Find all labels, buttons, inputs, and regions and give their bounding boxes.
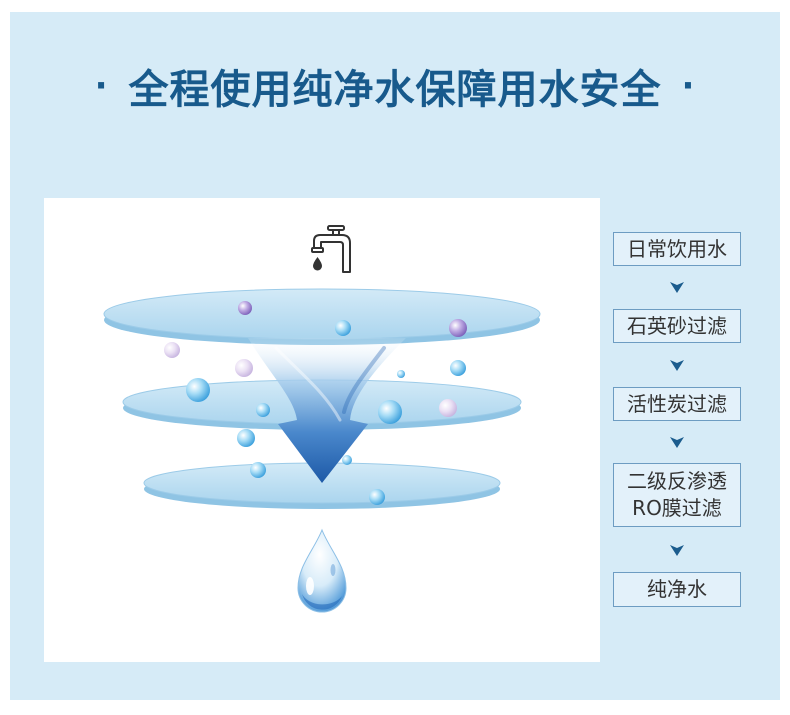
bubble: [164, 342, 180, 358]
chevron-down-icon: [670, 437, 684, 448]
bubble: [439, 399, 457, 417]
flow-step-label: 石英砂过滤: [627, 313, 727, 338]
flow-step-label: 活性炭过滤: [627, 391, 727, 416]
bubble: [256, 403, 270, 417]
filter-funnel-arrow-icon: [248, 338, 406, 483]
title-dot-left: ·: [94, 66, 109, 106]
chevron-down-icon: [670, 282, 684, 293]
filter-layer-bottom: [143, 462, 501, 509]
filter-layer-top: [103, 288, 541, 345]
bubble: [378, 400, 402, 424]
chevron-down-icon: [670, 360, 684, 371]
bubbles: [164, 301, 467, 505]
flow-step-activated-carbon: 活性炭过滤: [613, 387, 741, 421]
flow-step-quartz-sand: 石英砂过滤: [613, 309, 741, 343]
bubble: [238, 301, 252, 315]
bubble: [369, 489, 385, 505]
bubble: [342, 455, 352, 465]
water-drop-icon: [297, 528, 347, 613]
title-text: 全程使用纯净水保障用水安全: [128, 67, 662, 113]
bubble: [250, 462, 266, 478]
flow-step-ro-membrane: 二级反渗透 RO膜过滤: [613, 463, 741, 527]
illustration-panel: [44, 198, 600, 662]
page-title: · 全程使用纯净水保障用水安全 ·: [10, 56, 780, 116]
filtration-illustration: [103, 225, 541, 613]
chevron-down-icon: [670, 545, 684, 556]
bubble: [237, 429, 255, 447]
flow-step-label-line-2: RO膜过滤: [632, 496, 722, 520]
title-dot-right: ·: [681, 66, 696, 106]
bubble: [397, 370, 405, 378]
flow-step-label: 纯净水: [647, 577, 707, 601]
flow-step-label: 日常饮用水: [627, 236, 727, 261]
bubble: [335, 320, 351, 336]
bubble: [450, 360, 466, 376]
flow-step-label-line-1: 二级反渗透: [627, 469, 727, 493]
bubble: [449, 319, 467, 337]
faucet-icon: [311, 225, 351, 273]
flow-step-pure-water: 纯净水: [613, 572, 741, 607]
flow-step-tap-water: 日常饮用水: [613, 232, 741, 266]
bubble: [186, 378, 210, 402]
bubble: [235, 359, 253, 377]
